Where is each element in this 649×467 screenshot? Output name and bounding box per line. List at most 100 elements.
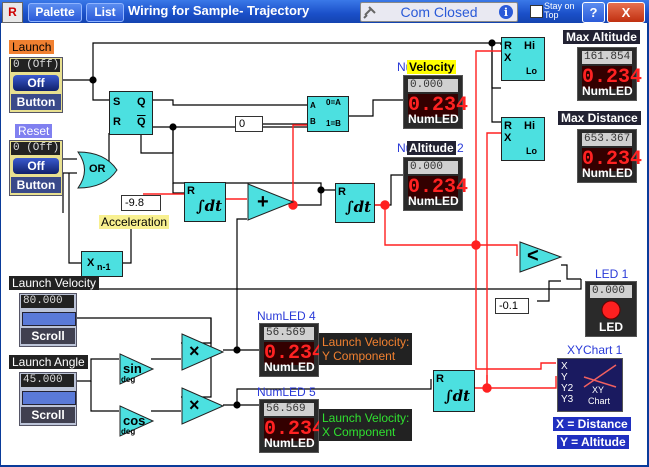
sr-q-pin: Q bbox=[137, 96, 146, 108]
launch-velocity-label: Launch Velocity bbox=[9, 276, 100, 290]
led1[interactable]: 0.000 LED bbox=[585, 281, 637, 337]
numled5-title: NumLED 5 bbox=[257, 385, 316, 399]
launch-angle-label: Launch Angle bbox=[9, 355, 88, 369]
reset-label: Reset bbox=[15, 124, 53, 138]
launch-angle-scrollbar[interactable] bbox=[22, 391, 76, 405]
integrator1-symbol: ∫dt bbox=[196, 197, 223, 215]
delay-x: X bbox=[87, 257, 95, 269]
reset-button-control[interactable]: 0 (Off) Off Button bbox=[9, 140, 63, 196]
velocity-footer: NumLED bbox=[408, 112, 459, 126]
launch-angle-scroll[interactable]: 45.000 Scroll bbox=[19, 372, 77, 426]
reset-footer: Button bbox=[11, 177, 61, 193]
acceleration-constant[interactable]: -9.8 bbox=[121, 195, 161, 211]
altitude-title: Altitude bbox=[407, 141, 456, 155]
launch-footer: Button bbox=[11, 94, 61, 110]
hilo1-x: X bbox=[504, 52, 512, 64]
integrator2-reset-pin: R bbox=[338, 186, 346, 198]
launch-velocity-scrollbar[interactable] bbox=[22, 312, 76, 326]
max-altitude-title: Max Altitude bbox=[563, 30, 640, 44]
svg-text:i: i bbox=[504, 6, 508, 19]
info-icon[interactable]: i bbox=[498, 4, 514, 20]
max-altitude-numled[interactable]: 161.854 0.234 NumLED bbox=[577, 47, 643, 101]
integrator2-symbol: ∫dt bbox=[345, 198, 372, 216]
or-gate-block[interactable] bbox=[77, 151, 119, 189]
max-altitude-hilo-block[interactable]: R X Hi Lo bbox=[501, 37, 545, 81]
velocity-numled[interactable]: 0.000 0.234 NumLED bbox=[403, 75, 468, 129]
stay-on-top-checkbox[interactable] bbox=[530, 5, 543, 18]
mux-0-pin: 0=A bbox=[326, 98, 341, 107]
launch-value: 0 (Off) bbox=[11, 59, 60, 72]
wires bbox=[62, 39, 582, 412]
x-distance-note: X = Distance bbox=[553, 417, 631, 431]
xychart[interactable]: X Y Y2 Y3 XY Chart bbox=[557, 358, 623, 412]
stay-on-top[interactable]: Stay on Top bbox=[530, 2, 576, 21]
x-component-note: Launch Velocity: X Component bbox=[319, 409, 413, 441]
hilo2-lo: Lo bbox=[526, 146, 537, 156]
numled4-digits: 0.234 bbox=[264, 342, 325, 365]
launch-velocity-value: 80.000 bbox=[21, 295, 74, 308]
y-altitude-note: Y = Altitude bbox=[557, 435, 629, 449]
xychart-title: XYChart 1 bbox=[567, 343, 623, 357]
max-distance-numled[interactable]: 653.367 0.234 NumLED bbox=[577, 129, 642, 183]
altitude-numled[interactable]: 0.000 0.234 NumLED bbox=[403, 157, 469, 211]
threshold-constant[interactable]: -0.1 bbox=[495, 298, 529, 314]
max-altitude-footer: NumLED bbox=[582, 84, 633, 98]
launch-off-button[interactable]: Off bbox=[13, 75, 59, 91]
cos-label: cos bbox=[123, 413, 146, 428]
mux-block[interactable]: A B 0=A 1=B bbox=[307, 96, 349, 132]
close-button[interactable]: X bbox=[607, 2, 645, 23]
plus-symbol: + bbox=[257, 191, 269, 213]
max-distance-hilo-block[interactable]: R X Hi Lo bbox=[501, 117, 545, 161]
altitude-integrator-block[interactable]: R ∫dt bbox=[335, 183, 375, 223]
numled4[interactable]: 56.569 0.234 NumLED bbox=[259, 323, 325, 377]
sr-flipflop-block[interactable]: S R Q Q bbox=[109, 91, 153, 135]
xychart-pin-y2: Y2 bbox=[561, 383, 574, 394]
mux-1-pin: 1=B bbox=[326, 119, 341, 128]
delay-sub: n-1 bbox=[97, 262, 111, 272]
help-button[interactable]: ? bbox=[582, 2, 605, 23]
velocity-top: 0.000 bbox=[408, 79, 458, 92]
window-title: Wiring for Sample- Trajectory bbox=[128, 3, 310, 18]
launch-velocity-footer: Scroll bbox=[21, 328, 75, 344]
max-altitude-digits: 0.234 bbox=[582, 66, 643, 89]
cos-block[interactable] bbox=[119, 405, 155, 437]
altitude-digits: 0.234 bbox=[408, 176, 469, 199]
title-bar: R Palette List Wiring for Sample- Trajec… bbox=[0, 0, 649, 23]
integrator3-reset-pin: R bbox=[436, 373, 444, 385]
list-button[interactable]: List bbox=[86, 3, 124, 22]
or-label: OR bbox=[89, 163, 106, 175]
xychart-inner-2: Chart bbox=[588, 396, 611, 406]
app-icon[interactable]: R bbox=[2, 2, 23, 23]
numled4-footer: NumLED bbox=[264, 360, 315, 374]
plus-block[interactable] bbox=[247, 183, 295, 221]
multiply-x-block[interactable] bbox=[181, 387, 225, 425]
multiply-y-block[interactable] bbox=[181, 333, 225, 371]
less-than-block[interactable] bbox=[519, 241, 563, 273]
cos-deg: deg bbox=[121, 427, 136, 436]
max-distance-top: 653.367 bbox=[582, 133, 632, 146]
sr-qbar-pin: Q bbox=[137, 116, 146, 128]
zero-constant[interactable]: 0 bbox=[235, 116, 263, 132]
wiring-canvas[interactable]: Launch 0 (Off) Off Button Reset 0 (Off) … bbox=[1, 23, 647, 465]
delay-block[interactable]: X n-1 bbox=[81, 251, 123, 277]
palette-button[interactable]: Palette bbox=[28, 3, 82, 22]
led1-footer: LED bbox=[599, 320, 623, 334]
stay-on-top-label: Stay on Top bbox=[544, 1, 575, 20]
xychart-pin-y3: Y3 bbox=[561, 394, 574, 405]
sr-r-pin: R bbox=[113, 116, 121, 128]
com-status-field[interactable]: Com Closed i bbox=[360, 2, 518, 22]
sin-block[interactable] bbox=[119, 353, 155, 385]
xychart-pin-y: Y bbox=[561, 372, 568, 383]
altitude-footer: NumLED bbox=[408, 194, 459, 208]
numled5[interactable]: 56.569 0.234 NumLED bbox=[259, 399, 324, 453]
hilo2-x: X bbox=[504, 132, 512, 144]
launch-angle-footer: Scroll bbox=[21, 407, 75, 423]
reset-off-button[interactable]: Off bbox=[13, 158, 59, 174]
multiply-x-symbol: × bbox=[189, 395, 200, 415]
launch-button-control[interactable]: 0 (Off) Off Button bbox=[9, 57, 63, 113]
sin-label: sin bbox=[123, 361, 142, 376]
distance-integrator-block[interactable]: R ∫dt bbox=[433, 370, 475, 412]
launch-velocity-scroll[interactable]: 80.000 Scroll bbox=[19, 293, 77, 347]
velocity-integrator-block[interactable]: R ∫dt bbox=[184, 182, 226, 222]
